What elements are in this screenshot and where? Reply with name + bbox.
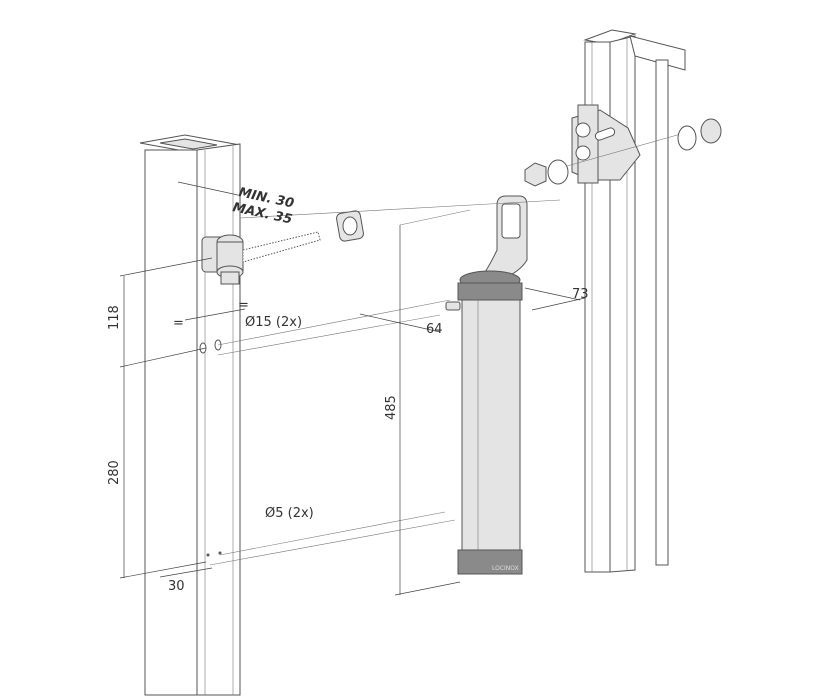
brand-label: LOCINOX [492, 565, 519, 572]
left-post [139, 134, 241, 696]
label-30: 30 [168, 579, 185, 594]
dimension-lines [119, 181, 586, 596]
label-118: 118 [107, 305, 122, 330]
label-equal-left: = [173, 316, 184, 331]
label-64: 64 [426, 322, 443, 337]
hole-small-1 [206, 553, 210, 557]
washer [677, 125, 697, 151]
label-485: 485 [384, 395, 399, 420]
label-equal-right: = [238, 298, 249, 313]
hinge-bolt [201, 210, 364, 285]
hole-small-2 [218, 551, 222, 555]
nut [700, 118, 722, 144]
gate-closer: LOCINOX [445, 195, 528, 575]
label-hole-15: Ø15 (2x) [245, 315, 302, 330]
label-73: 73 [572, 287, 589, 302]
label-280: 280 [107, 460, 122, 485]
label-hole-5: Ø5 (2x) [265, 506, 314, 521]
gate-frame [524, 29, 722, 573]
